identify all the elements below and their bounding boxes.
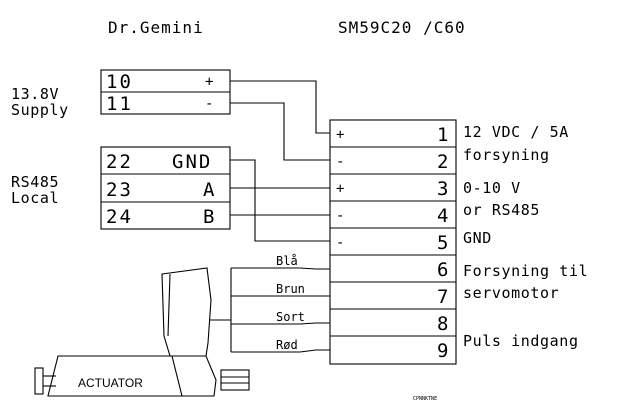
supply-terminal-11-num: 11 [106,93,133,115]
controller-block-frame [329,119,457,365]
controller-num-4: 4 [437,205,450,227]
wire-rs485-gnd [230,159,330,242]
rs485-label-line2: Local [11,189,59,207]
header-left-title: Dr.Gemini [108,18,204,37]
controller-terminal-block: + - + - - 1 2 3 4 5 6 7 8 9 [329,119,457,365]
actuator-gearbox [172,355,217,397]
controller-num-8: 8 [437,313,450,335]
actuator-wires: Blå Brun Sort Rød [210,254,330,353]
controller-num-2: 2 [437,151,450,173]
actuator-motor-housing [161,267,212,357]
wire-label-roed: Rød [276,338,298,352]
actuator-end-mount [34,367,44,395]
controller-sign-5: - [336,235,344,251]
rs485-label-line1: RS485 [11,173,59,191]
rs485-wires [230,159,330,242]
wire-label-blaa: Blå [276,254,298,268]
actuator-label: ACTUATOR [78,376,143,390]
desc-puls-indgang: Puls indgang [463,332,579,350]
wire-roed [231,349,330,353]
supply-terminal-10-sign: + [205,74,213,90]
wire-label-sort: Sort [276,310,305,324]
desc-12vdc: 12 VDC / 5A [463,123,569,141]
rs485-terminal-block: 22 GND 23 A 24 B [100,146,231,230]
controller-sign-2: - [336,154,344,170]
controller-num-3: 3 [437,178,450,200]
actuator-rear-mount [220,369,250,391]
wire-supply-minus [230,102,330,161]
supply-terminal-11-sign: - [205,96,213,112]
controller-num-9: 9 [437,340,450,362]
wire-supply-plus [230,80,330,134]
controller-num-6: 6 [437,259,450,281]
rs485-block-frame [100,146,231,230]
wire-blaa [231,267,330,270]
desc-gnd: GND [463,229,492,247]
rs485-terminal-22-num: 22 [106,151,133,173]
rs485-terminal-24-sign: B [203,206,216,228]
supply-label-line2: Supply [11,101,69,119]
actuator-housing-line [167,273,171,337]
desc-0-10v: 0-10 V [463,179,521,197]
wire-label-brun: Brun [276,282,305,296]
rs485-terminal-22-sign: GND [172,151,212,173]
supply-wires [230,80,330,161]
supply-terminal-10-num: 10 [106,71,133,93]
controller-sign-3: + [336,181,344,197]
controller-sign-4: - [336,208,344,224]
header-right-title: SM59C20 /C60 [338,18,466,37]
supply-label-line1: 13.8V [11,85,59,103]
rs485-terminal-24-num: 24 [106,206,133,228]
controller-num-5: 5 [437,232,450,254]
desc-forsyning-til: Forsyning til [463,262,588,280]
desc-servomotor: servomotor [463,284,559,302]
controller-num-1: 1 [437,124,450,146]
controller-sign-1: + [336,127,344,143]
supply-terminal-block: 10 + 11 - [100,69,231,115]
footer-tiny-text: CPNNKTNE [413,396,437,402]
rs485-terminal-23-num: 23 [106,179,133,201]
rs485-terminal-23-sign: A [203,179,216,201]
actuator-drawing: ACTUATOR [34,267,250,397]
desc-or-rs485: or RS485 [463,201,540,219]
controller-num-7: 7 [437,286,450,308]
wire-sort [231,322,330,325]
desc-forsyning: forsyning [463,146,550,164]
